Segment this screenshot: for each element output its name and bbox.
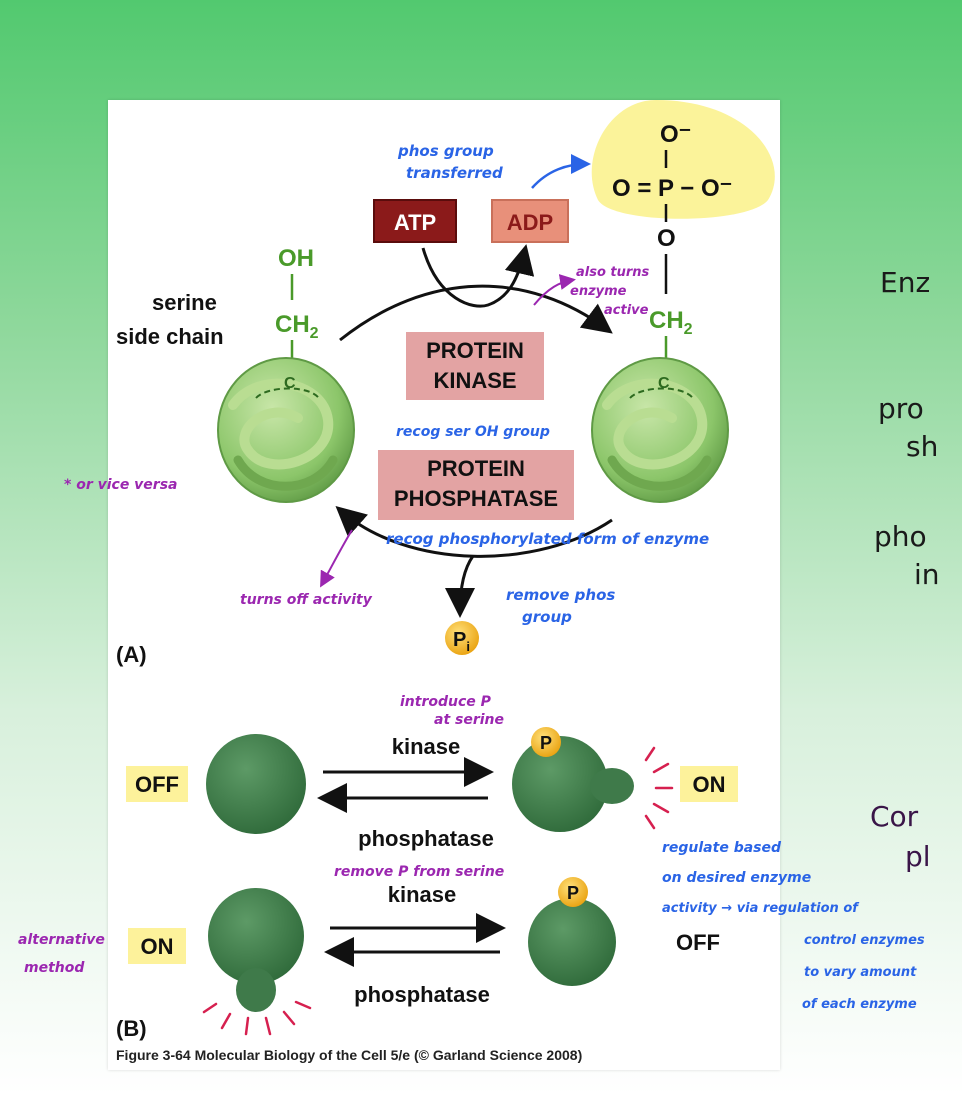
annot-introduce-2: at serine [434, 712, 504, 728]
protein-right: C [591, 357, 729, 503]
phosphate-o-p-o: O = P − O⁻ [612, 175, 732, 202]
kinase-label-2: kinase [388, 882, 457, 907]
annot-alternative-2: method [24, 960, 85, 976]
active-enzyme-2 [208, 888, 304, 1012]
annot-introduce-1: introduce P [400, 694, 492, 710]
svg-text:C: C [658, 375, 670, 392]
annot-remove-phos-2: group [522, 608, 572, 626]
phosphorylation-diagram: O⁻ O = P − O⁻ O CH2 ATP ADP serine side … [116, 100, 775, 1063]
phosphatase-arc-arrow [335, 506, 613, 558]
phosphate-p-1 [531, 727, 561, 757]
protein-kinase-line1: PROTEIN [426, 338, 524, 363]
annot-regulate-5: to vary amount [804, 965, 917, 980]
annot-recog-phos: recog phosphorylated form of enzyme [386, 530, 709, 548]
atp-to-adp-arrow [421, 244, 535, 308]
adp-label: ADP [507, 210, 553, 235]
side-chain-label: side chain [116, 324, 224, 349]
ch2-right: CH2 [649, 307, 693, 338]
protein-kinase-line2: KINASE [433, 368, 516, 393]
annot-also-turns-1: also turns [576, 265, 650, 280]
protein-left: C [217, 357, 355, 503]
atp-label: ATP [394, 210, 436, 235]
protein-phosphatase-line1: PROTEIN [427, 456, 525, 481]
protein-phosphatase-line2: PHOSPHATASE [394, 486, 558, 511]
svg-text:ON: ON [693, 772, 726, 797]
annot-turns-off: turns off activity [240, 592, 373, 608]
svg-text:ON: ON [141, 934, 174, 959]
oh-label: OH [278, 245, 314, 272]
annot-phos-group-2: transferred [406, 164, 503, 182]
off-label-2: OFF [676, 930, 720, 955]
panel-b-label: (B) [116, 1016, 147, 1041]
off-label-box-1 [126, 766, 188, 802]
side-text-line-7: pl [905, 840, 931, 873]
annot-recog-oh: recog ser OH group [396, 424, 550, 440]
annot-alternative-1: alternative [18, 932, 105, 948]
on-label-box-1 [680, 766, 738, 802]
annot-also-turns-2: enzyme [570, 284, 627, 299]
protein-phosphatase-box [378, 450, 574, 520]
annot-blue-arrow [531, 154, 591, 189]
serine-label: serine [152, 290, 217, 315]
phosphate-o-bridge: O [657, 225, 676, 252]
side-text-line-4: pho [874, 520, 927, 553]
side-text-line-1: Enz [880, 266, 931, 299]
annot-also-turns-3: active [604, 303, 649, 318]
svg-text:P: P [567, 883, 579, 903]
phosphatase-label-1: phosphatase [358, 826, 494, 851]
kinase-label-1: kinase [392, 734, 461, 759]
figure-panel: O⁻ O = P − O⁻ O CH2 ATP ADP serine side … [108, 100, 780, 1070]
annot-remove-p: remove P from serine [334, 864, 504, 880]
phosphate-p-2 [558, 877, 588, 907]
annot-regulate-4: control enzymes [804, 933, 925, 948]
phosphate-o-top: O⁻ [660, 121, 691, 148]
side-text-line-2: pro [878, 392, 924, 425]
svg-text:C: C [284, 375, 296, 392]
ch2-left: CH2 [275, 311, 319, 342]
side-text-line-6: Cor [870, 800, 919, 833]
side-text-line-5: in [914, 558, 940, 591]
phosphate-highlight [591, 100, 775, 219]
side-text-line-3: sh [906, 430, 939, 463]
activity-burst-1 [644, 746, 674, 830]
inactive-enzyme-1 [206, 734, 306, 834]
figure-caption: Figure 3-64 Molecular Biology of the Cel… [116, 1047, 582, 1063]
phosphatase-label-2: phosphatase [354, 982, 490, 1007]
annot-phos-group-1: phos group [397, 142, 494, 160]
annot-remove-phos-1: remove phos [506, 586, 615, 604]
pi-release-arrow [445, 555, 476, 618]
pi-circle [445, 621, 479, 655]
protein-kinase-box [406, 332, 544, 400]
annot-regulate-6: of each enzyme [802, 997, 917, 1012]
pi-label: Pi [453, 629, 470, 654]
on-label-box-2 [128, 928, 186, 964]
atp-box [373, 199, 457, 243]
inactive-enzyme-2 [528, 898, 616, 986]
svg-text:P: P [540, 733, 552, 753]
svg-text:OFF: OFF [135, 772, 179, 797]
active-enzyme-1 [512, 736, 634, 832]
kinase-arc-arrow [339, 284, 613, 342]
panel-a-label: (A) [116, 642, 147, 667]
activity-burst-2 [202, 1000, 312, 1036]
adp-box [491, 199, 569, 243]
